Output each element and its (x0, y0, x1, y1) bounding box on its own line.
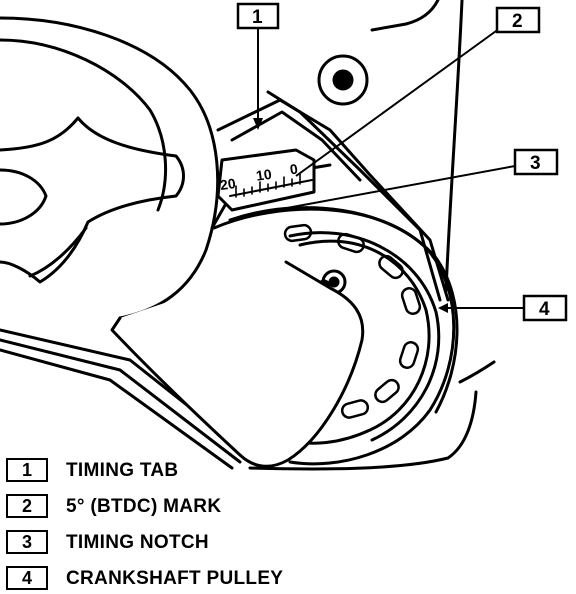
scale-label-10: 10 (255, 166, 273, 184)
scale-label-20: 20 (219, 175, 237, 193)
callout-4-arrowhead (438, 303, 448, 313)
engine-housing-edge (444, 0, 464, 292)
legend-item-4: 4 CRANKSHAFT PULLEY (6, 566, 346, 594)
housing-bottom (248, 390, 478, 471)
callout-2-leader (295, 25, 504, 177)
engine-housing (370, 0, 440, 32)
callout-4: 4 (522, 294, 568, 322)
pulley-slots (283, 223, 422, 419)
callout-4-number: 4 (539, 299, 550, 320)
housing-bolt (317, 54, 369, 106)
legend-item-2: 2 5° (BTDC) MARK (6, 494, 346, 522)
legend-item-1: 1 TIMING TAB (6, 458, 346, 486)
legend-label: CRANKSHAFT PULLEY (66, 568, 284, 589)
legend-number-box: 2 (6, 494, 48, 518)
housing-lower-curve (458, 360, 496, 384)
callout-1-number: 1 (252, 7, 263, 28)
legend-label: 5° (BTDC) MARK (66, 496, 222, 517)
legend-item-3: 3 TIMING NOTCH (6, 530, 346, 558)
callout-3: 3 (513, 148, 559, 176)
timing-cover (110, 260, 365, 468)
timing-scale (216, 148, 316, 212)
legend-number-box: 3 (6, 530, 48, 554)
callout-2-number: 2 (512, 11, 523, 32)
callout-1: 1 (236, 2, 280, 30)
accessory-pulley (0, 16, 220, 320)
legend-label: TIMING TAB (66, 460, 179, 481)
legend-number-box: 4 (6, 566, 48, 590)
legend-label: TIMING NOTCH (66, 532, 209, 553)
callout-1-arrowhead (253, 118, 263, 130)
callout-3-leader (275, 165, 516, 211)
callout-2: 2 (495, 6, 541, 34)
scale-label-0: 0 (289, 161, 299, 178)
legend-number-box: 1 (6, 458, 48, 482)
callout-3-number: 3 (530, 153, 541, 174)
